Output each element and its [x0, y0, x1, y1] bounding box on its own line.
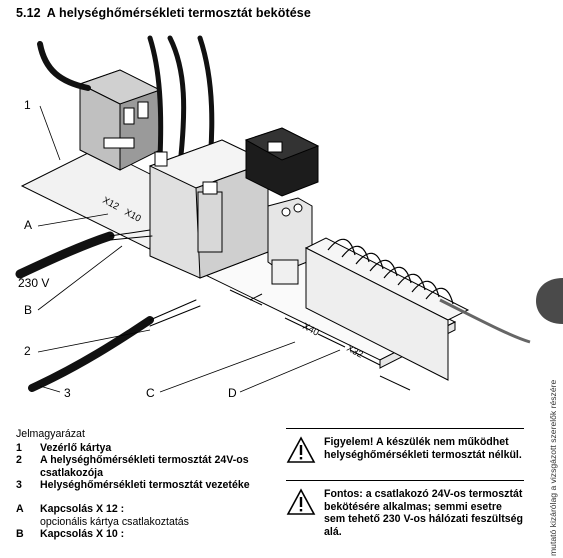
warning-text: Figyelem! A készülék nem működhet helysé…: [324, 436, 522, 461]
section-title: 5.12 A helységhőmérsékleti termosztát bek…: [16, 6, 311, 20]
wiring-diagram: X12 X10 X40 X32: [15, 35, 531, 393]
callout-c: C: [146, 386, 155, 400]
legend-item: B Kapcsolás X 10 :: [16, 528, 125, 541]
section-number: 5.12: [16, 6, 41, 20]
callout-1: 1: [24, 98, 31, 112]
callout-3: 3: [64, 386, 71, 400]
callout-d: D: [228, 386, 237, 400]
legend-item: 1 Vezérlő kártya: [16, 441, 112, 454]
legend-item: A Kapcsolás X 12 :: [16, 502, 125, 515]
section-heading: A helységhőmérsékleti termosztát bekötés…: [46, 6, 311, 20]
legend-item: 3 Helységhőmérsékleti termosztát vezeték…: [16, 479, 250, 492]
warning-triangle-icon: [286, 488, 316, 515]
callout-b: B: [24, 303, 33, 317]
warning-divider: [286, 480, 524, 481]
callout-2: 2: [24, 344, 31, 358]
legend-item: 2 A helységhőmérsékleti termosztát 24V-o…: [16, 454, 249, 479]
warning-divider: [286, 428, 524, 429]
legend-heading: Jelmagyarázat: [16, 428, 85, 440]
thermostat-cable: [28, 316, 154, 392]
warning-triangle-icon: [286, 436, 316, 463]
warning-text: Fontos: a csatlakozó 24V-os termosztát b…: [324, 488, 523, 538]
legend-item-sub: opcionális kártya csatlakoztatás: [40, 515, 189, 528]
legend: Jelmagyarázat 1 Vezérlő kártya 2 A helys…: [16, 428, 270, 541]
side-tab: [536, 278, 563, 324]
callout-a: A: [24, 218, 33, 232]
callout-230v: 230 V: [18, 276, 50, 290]
side-tab-text: mutató kizárólag a vizsgázott szerelők r…: [548, 379, 558, 556]
